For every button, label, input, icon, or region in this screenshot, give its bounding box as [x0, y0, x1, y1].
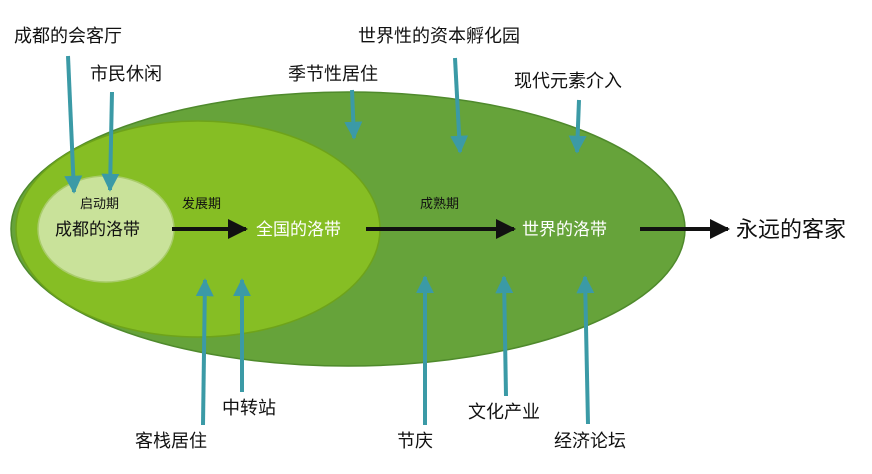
callout-inn: 客栈居住 — [135, 431, 207, 452]
node-forever: 永远的客家 — [736, 218, 846, 243]
callout-culture: 文化产业 — [468, 402, 540, 423]
arrow-incubator — [450, 57, 469, 154]
callout-transit: 中转站 — [222, 398, 276, 419]
node-world: 世界的洛带 — [522, 220, 607, 240]
callout-living-room: 成都的会客厅 — [14, 26, 122, 47]
arrow-living-room — [64, 55, 83, 194]
node-chengdu: 成都的洛带 — [55, 220, 140, 240]
callout-seasonal: 季节性居住 — [288, 64, 378, 85]
arrow-leisure — [101, 91, 120, 192]
arrow-modern — [568, 99, 587, 154]
arrow-forum — [576, 275, 595, 425]
callout-modern: 现代元素介入 — [514, 71, 622, 92]
callout-festival: 节庆 — [397, 431, 433, 452]
arrow-seasonal — [344, 89, 363, 140]
arrow-culture — [495, 275, 514, 397]
callout-leisure: 市民休闲 — [90, 64, 162, 85]
stage-label-mature: 成熟期 — [420, 196, 459, 212]
stage-label-develop: 发展期 — [182, 196, 221, 212]
arrow-inn — [195, 278, 214, 426]
callout-forum: 经济论坛 — [554, 431, 626, 452]
stage-label-start: 启动期 — [80, 197, 119, 212]
callout-incubator: 世界性的资本孵化园 — [358, 26, 520, 47]
node-national: 全国的洛带 — [256, 220, 341, 240]
